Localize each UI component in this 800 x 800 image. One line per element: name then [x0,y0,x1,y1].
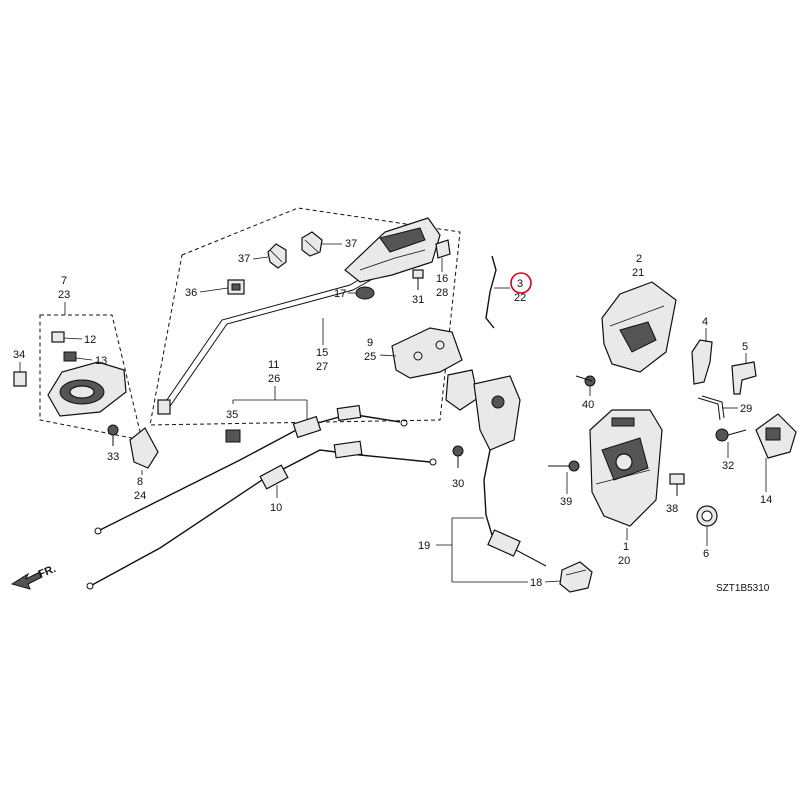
clip-35 [225,429,241,443]
door-lock-actuator [589,409,663,527]
clip-13 [63,351,77,362]
cap-34 [13,371,27,387]
callout-29: 29 [740,403,752,415]
callout-30: 30 [452,478,464,490]
callout-4: 4 [702,316,708,328]
callout-23: 23 [58,289,70,301]
callout-22: 22 [514,292,526,304]
callout-1: 1 [623,541,629,553]
cable-11 [94,404,408,535]
callout-37-left: 37 [238,253,250,265]
callout-6: 6 [703,548,709,560]
callout-33: 33 [107,451,119,463]
callout-20: 20 [618,555,630,567]
callout-32: 32 [722,460,734,472]
callout-5: 5 [742,341,748,353]
callout-8: 8 [137,476,143,488]
callout-31: 31 [412,294,424,306]
callout-17: 17 [334,288,346,300]
callout-16: 16 [436,273,448,285]
callout-26: 26 [268,373,280,385]
outside-handle [344,217,441,283]
bracket-36 [227,279,245,295]
cable-10 [86,440,437,590]
callout-40: 40 [582,399,594,411]
screw-31 [412,269,424,290]
bracket-9 [391,327,463,379]
cap-16 [435,239,451,259]
screw-38 [669,473,685,496]
knob-18 [559,561,593,593]
clip-12 [51,331,65,343]
front-direction-label: FR. [37,563,58,581]
callout-2: 2 [636,253,642,265]
callout-14: 14 [760,494,772,506]
callout-9: 9 [367,337,373,349]
callout-12: 12 [84,334,96,346]
callout-27: 27 [316,361,328,373]
callout-18: 18 [530,577,542,589]
callout-15: 15 [316,347,328,359]
rod-3 [485,255,497,329]
bolt-32 [715,428,747,442]
callout-37-right: 37 [345,238,357,250]
callout-24: 24 [134,490,146,502]
inside-handle [47,361,127,417]
callout-34: 34 [13,349,25,361]
callout-11: 11 [268,359,279,371]
callout-3: 3 [517,278,523,290]
callout-13: 13 [95,355,107,367]
screw-33 [107,424,119,446]
inside-handle-group-outline [39,314,143,441]
washer-6 [696,505,718,527]
callout-36: 36 [185,287,197,299]
screw-30 [452,445,464,468]
clip-37-left [267,243,287,269]
front-direction-arrow [10,571,43,590]
cover-8 [129,427,159,469]
callout-38: 38 [666,503,678,515]
highlight-circle [510,272,532,294]
striker-14 [755,413,797,459]
protector-2 [601,281,677,373]
rod-29 [697,395,725,421]
screw-39 [548,460,580,472]
callout-25: 25 [364,351,376,363]
grommet-17 [355,286,375,300]
callout-35: 35 [226,409,238,421]
callout-28: 28 [436,287,448,299]
clip-5 [731,361,757,395]
clip-37-right [301,231,323,257]
clip-4 [691,339,713,385]
screw-40 [575,375,596,387]
callout-10: 10 [270,502,282,514]
callout-19: 19 [418,540,430,552]
callout-39: 39 [560,496,572,508]
diagram-code: SZT1B5310 [716,583,770,594]
callout-7: 7 [61,275,67,287]
latch-lever-assembly [445,369,547,567]
callout-21: 21 [632,267,644,279]
